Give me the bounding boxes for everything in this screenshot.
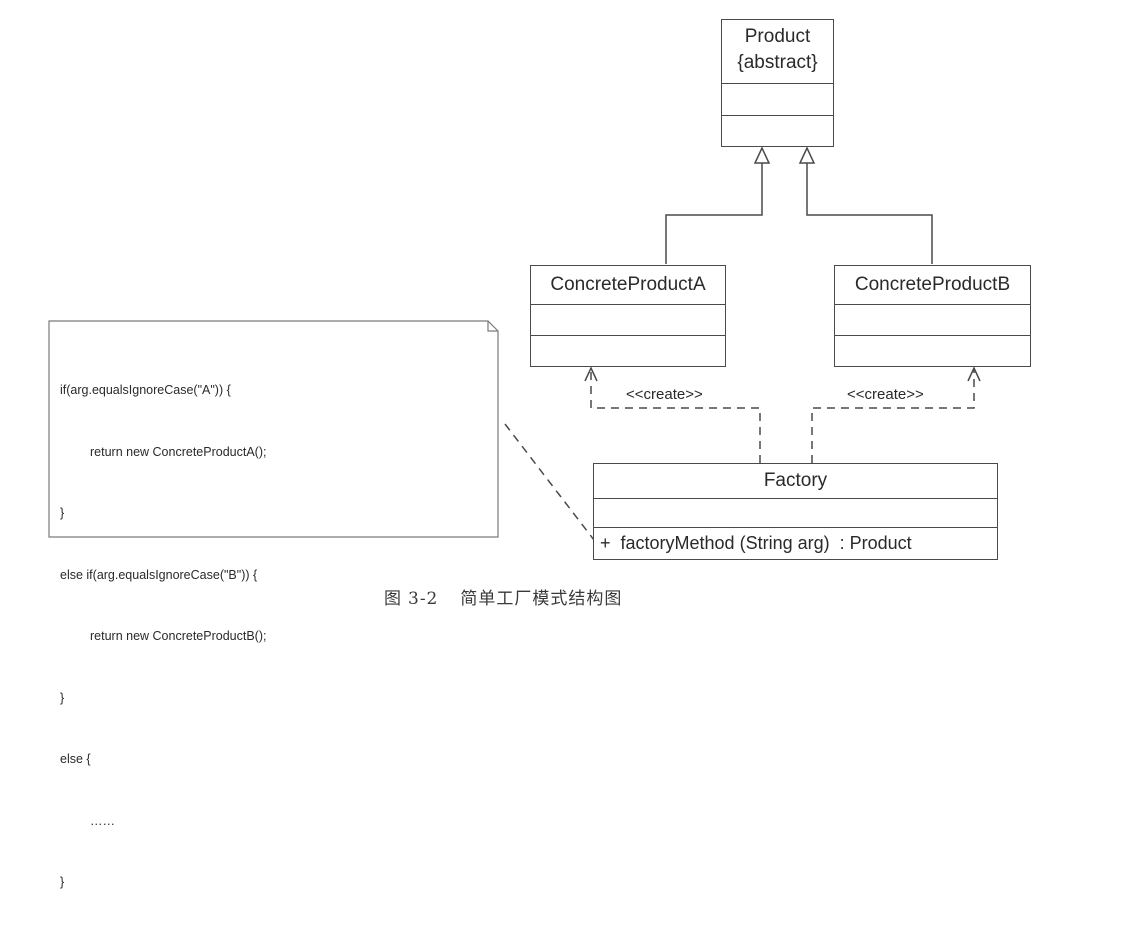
class-concrete-product-a-attributes (531, 304, 725, 335)
note-line-9: } (60, 875, 65, 889)
class-product-operations (722, 115, 833, 146)
code-note[interactable]: if(arg.equalsIgnoreCase("A")) { return n… (48, 320, 499, 889)
class-factory-operation: + factoryMethod (String arg) : Product (594, 527, 997, 559)
class-product-name-section: Product {abstract} (722, 20, 833, 83)
class-factory-name: Factory (763, 470, 828, 491)
note-line-8: …… (90, 813, 115, 828)
class-product-modifier: {abstract} (737, 52, 818, 73)
note-line-3: } (60, 506, 65, 520)
note-line-4: else if(arg.equalsIgnoreCase("B")) { (60, 567, 258, 582)
note-line-6: } (60, 690, 65, 705)
class-concrete-product-b-attributes (835, 304, 1030, 335)
note-anchor-line (504, 423, 595, 541)
class-concrete-product-b[interactable]: ConcreteProductB (834, 265, 1031, 367)
create-stereotype-b: <<create>> (847, 386, 924, 403)
generalization-a (665, 146, 771, 264)
note-line-1: if(arg.equalsIgnoreCase("A")) { (60, 383, 231, 397)
note-code: if(arg.equalsIgnoreCase("A")) { return n… (60, 339, 266, 934)
note-line-2: return new ConcreteProductA(); (90, 444, 267, 459)
class-concrete-product-b-operations (835, 335, 1030, 366)
caption-number: 3-2 (408, 589, 439, 609)
diagram-connectors (504, 146, 981, 541)
caption-figure-label: 图 (384, 589, 402, 609)
note-line-5: return new ConcreteProductB(); (90, 629, 267, 643)
class-product[interactable]: Product {abstract} (721, 19, 834, 147)
note-line-7: else { (60, 752, 91, 766)
dependency-create-b (811, 366, 981, 463)
figure-caption: 图 3-2 简单工厂模式结构图 (384, 584, 622, 609)
class-concrete-product-a-operations (531, 335, 725, 366)
class-product-attributes (722, 83, 833, 115)
create-stereotype-a: <<create>> (626, 386, 703, 403)
class-factory-attributes (594, 498, 997, 527)
class-concrete-product-a-name: ConcreteProductA (550, 274, 706, 295)
class-concrete-product-b-name: ConcreteProductB (854, 274, 1011, 295)
caption-title: 简单工厂模式结构图 (460, 589, 623, 609)
generalization-b (798, 146, 933, 264)
dependency-create-a (584, 366, 761, 463)
class-concrete-product-a[interactable]: ConcreteProductA (530, 265, 726, 367)
class-factory[interactable]: Factory + factoryMethod (String arg) : P… (593, 463, 998, 560)
class-product-name: Product (744, 26, 811, 47)
note-shape (48, 320, 499, 538)
